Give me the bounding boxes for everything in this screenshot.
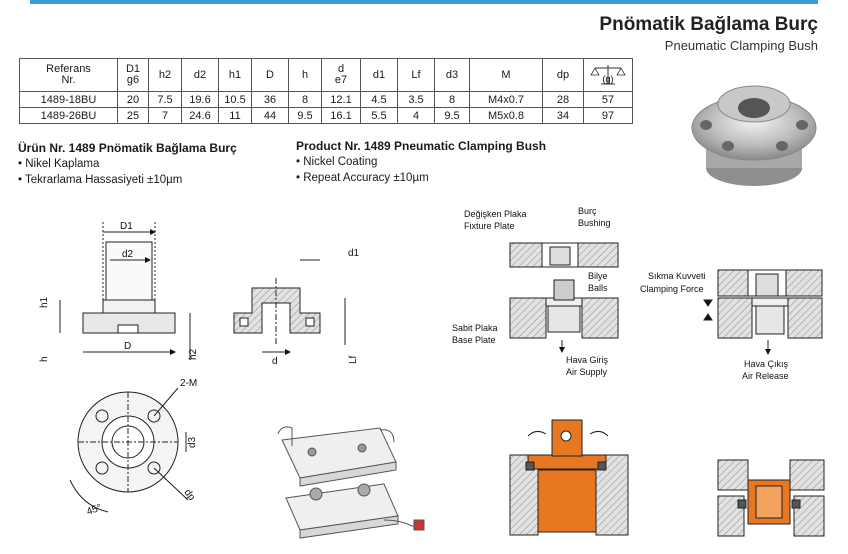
notes-tr-item: • Nikel Kaplama [18, 158, 100, 170]
orange-section-view [509, 419, 629, 536]
label-fixture-tr: Değişken Plaka [464, 209, 527, 219]
cell: 20 [117, 91, 149, 108]
notes-en-item: • Nickel Coating [296, 156, 378, 168]
label-d2: d2 [122, 249, 134, 260]
label-h1: h1 [39, 296, 50, 308]
cell: 44 [251, 107, 289, 124]
page-subtitle: Pneumatic Clamping Bush [664, 38, 818, 53]
cell: 9.5 [288, 107, 322, 124]
label-bushing-tr: Burç [578, 206, 597, 216]
cell: 9.5 [434, 107, 470, 124]
label-45: 45° [85, 502, 103, 518]
cell: 97 [583, 107, 633, 124]
table-row: 1489-26BU 25 7 24.6 11 44 9.5 16.1 5.5 4… [19, 107, 633, 124]
label-h2: h2 [188, 348, 199, 360]
label-fixture-en: Fixture Plate [464, 221, 515, 231]
scale-icon: (g) [590, 65, 626, 85]
schematic-open [509, 242, 619, 353]
notes-tr-item: • Tekrarlama Hassasiyeti ±10µm [18, 174, 183, 186]
label-clamp-tr: Sıkma Kuvveti [648, 271, 706, 281]
label-d1: d1 [348, 248, 360, 259]
header-weight: (g) [583, 58, 633, 92]
label-air-out-tr: Hava Çıkış [744, 359, 789, 369]
label-base-tr: Sabit Plaka [452, 323, 498, 333]
label-h: h [39, 356, 50, 362]
header-d1: d1 [360, 58, 398, 92]
label-d: d [272, 356, 278, 367]
top-view-drawing [69, 387, 189, 513]
notes-tr-heading: Ürün Nr. 1489 Pnömatik Bağlama Burç [18, 141, 237, 155]
label-air-out-en: Air Release [742, 371, 789, 381]
cell: M5x0.8 [469, 107, 543, 124]
notes-english: Product Nr. 1489 Pneumatic Clamping Bush… [296, 138, 546, 186]
cell: 7.5 [148, 91, 182, 108]
label-d3: d3 [187, 436, 198, 448]
cell: 24.6 [181, 107, 219, 124]
label-dp: dp [182, 487, 198, 503]
notes-en-item: • Repeat Accuracy ±10µm [296, 172, 429, 184]
cell: 3.5 [397, 91, 435, 108]
top-accent-bar [0, 0, 848, 4]
cell: 19.6 [181, 91, 219, 108]
label-base-en: Base Plate [452, 335, 496, 345]
notes-en-heading: Product Nr. 1489 Pneumatic Clamping Bush [296, 139, 547, 153]
schematic-clamped [703, 269, 823, 355]
header-d2: d2 [181, 58, 219, 92]
page-title: Pnömatik Bağlama Burç [599, 14, 818, 35]
cell: 57 [583, 91, 633, 108]
table-row: 1489-18BU 20 7.5 19.6 10.5 36 8 12.1 4.5… [19, 91, 633, 108]
label-2M: 2-M [180, 378, 197, 389]
notes-turkish: Ürün Nr. 1489 Pnömatik Bağlama Burç • Ni… [18, 140, 237, 188]
plates-illustration [277, 426, 425, 539]
label-D: D [124, 341, 131, 352]
section-view-drawing [233, 259, 346, 355]
header-dp: dp [542, 58, 584, 92]
cell-ref: 1489-18BU [19, 91, 118, 108]
header-M: M [469, 58, 543, 92]
label-balls-en: Balls [588, 283, 608, 293]
label-balls-tr: Bilye [588, 271, 608, 281]
label-D1: D1 [120, 221, 133, 232]
label-air-in-tr: Hava Giriş [566, 355, 609, 365]
label-clamp-en: Clamping Force [640, 284, 704, 294]
label-air-in-en: Air Supply [566, 367, 608, 377]
product-photo [691, 85, 817, 186]
svg-text:(g): (g) [603, 74, 614, 84]
label-bushing-en: Bushing [578, 218, 611, 228]
label-Lf: Lf [348, 355, 359, 364]
side-view-drawing [59, 222, 191, 360]
header-h1: h1 [218, 58, 252, 92]
orange-detail-view [717, 459, 825, 537]
